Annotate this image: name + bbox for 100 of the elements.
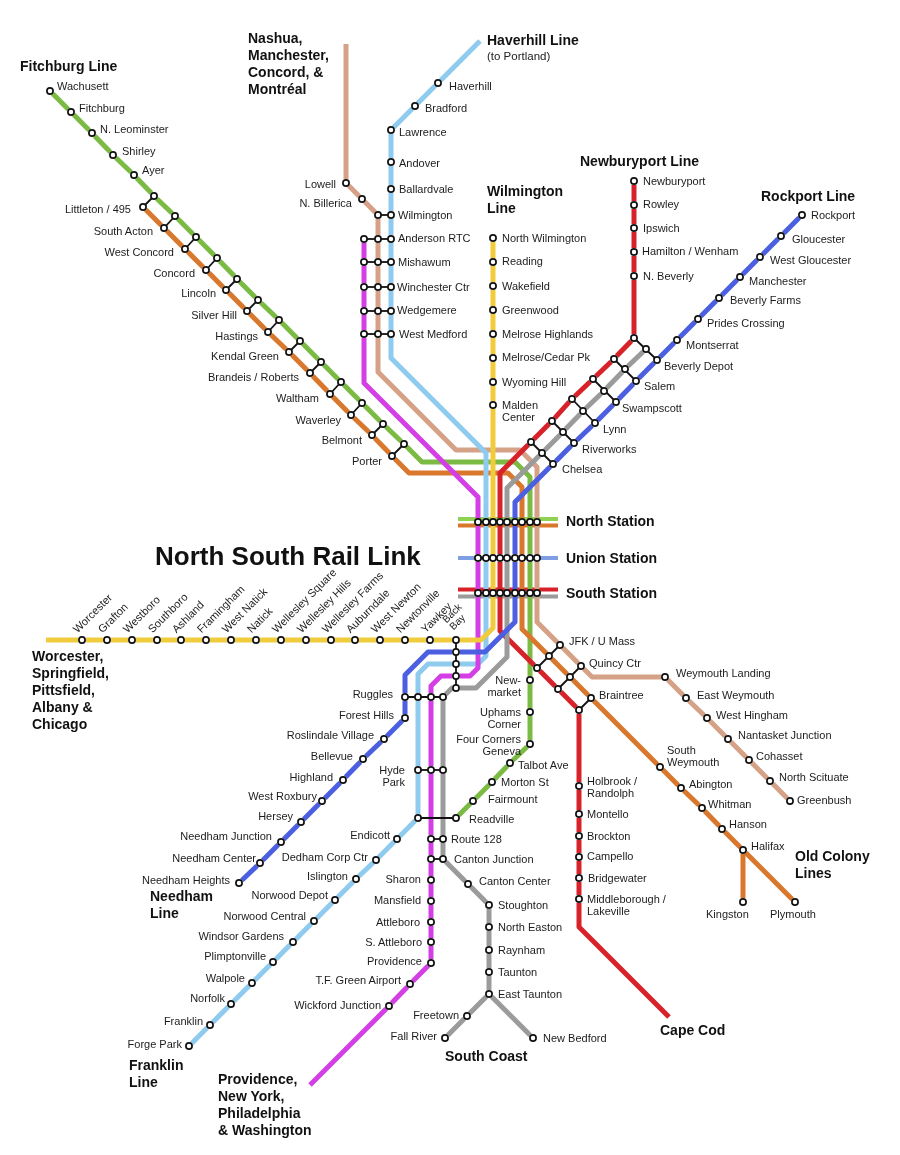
rail-line: [631, 255, 637, 273]
rail-line: [552, 400, 572, 420]
rail-line: [433, 637, 453, 643]
rail-line: [352, 415, 371, 435]
rail-line: [575, 423, 594, 443]
station-name: Providence: [366, 955, 422, 967]
station-name: West Roxbury: [248, 790, 317, 802]
station-marker: [109, 151, 117, 159]
station-name: South Acton: [93, 225, 153, 237]
station-name: Fitchburg: [79, 102, 125, 114]
rail-line: [492, 764, 510, 781]
station-marker: [393, 835, 401, 843]
rail-line: [571, 678, 590, 697]
rail-line: [631, 184, 637, 202]
rail-line: [723, 830, 742, 849]
rail-line: [284, 637, 303, 643]
station-name: Norwood Depot: [251, 889, 328, 901]
station-name: Waltham: [276, 392, 319, 404]
rail-line: [576, 818, 582, 832]
station-name: Route 128: [451, 833, 502, 845]
rail-line: [238, 280, 257, 299]
station-name: Greenbush: [797, 794, 852, 806]
station-marker: [485, 946, 493, 954]
rail-line: [750, 761, 769, 780]
rail-line: [512, 526, 518, 554]
station-name: Ruggles: [352, 688, 393, 700]
station-marker: [703, 714, 711, 722]
station-name: Waverley: [295, 414, 341, 426]
station-marker: [474, 554, 541, 562]
station-marker: [718, 825, 726, 833]
rail-line: [584, 391, 603, 411]
rail-line: [497, 443, 530, 518]
station-marker: [339, 776, 347, 784]
station-marker: [406, 980, 414, 988]
station-marker: [529, 1034, 537, 1042]
station-marker: [575, 832, 583, 840]
rail-line: [186, 250, 205, 269]
station-marker: [352, 875, 360, 883]
rail-line: [519, 562, 525, 589]
rail-line: [331, 395, 350, 414]
station-name: Ipswich: [643, 222, 680, 234]
rail-line: [666, 678, 685, 697]
rail-line: [388, 290, 394, 308]
station-marker: [427, 855, 447, 863]
rail-line: [388, 265, 394, 284]
station-marker: [724, 735, 732, 743]
station-marker: [310, 917, 318, 925]
station-name: Hyde Park: [378, 764, 405, 788]
rail-line: [309, 637, 328, 643]
station-name: Needham Junction: [180, 830, 272, 842]
rail-line: [383, 637, 402, 643]
station-marker: [682, 694, 690, 702]
destination-label: Nashua, Manchester, Concord, & Montréal: [248, 30, 343, 98]
station-name: Freetown: [413, 1009, 459, 1021]
rail-line: [708, 719, 727, 738]
station-marker: [489, 306, 497, 314]
station-name: East Taunton: [498, 988, 562, 1000]
rail-line: [361, 314, 367, 331]
rail-line: [411, 964, 430, 983]
rail-line: [594, 359, 613, 379]
rail-line: [388, 218, 394, 236]
station-name: Whitman: [708, 798, 752, 810]
station-marker: [222, 275, 241, 294]
rail-line: [259, 300, 278, 320]
station-marker: [798, 211, 806, 219]
station-marker: [526, 740, 534, 748]
station-name: Canton Center: [479, 875, 551, 887]
rail-line: [554, 444, 573, 463]
station-marker: [427, 938, 435, 946]
station-marker: [256, 859, 264, 867]
rail-line: [497, 562, 503, 589]
station-name: New Bedford: [543, 1032, 607, 1044]
station-name: Reading: [502, 255, 543, 267]
station-marker: [387, 126, 395, 134]
rail-line: [375, 265, 381, 284]
station-marker: [489, 282, 497, 290]
line-name: Wilmington Line: [487, 183, 565, 217]
rail-line: [459, 597, 481, 679]
station-name: Weymouth Landing: [676, 667, 771, 679]
rail-line: [532, 422, 551, 441]
rail-line: [729, 740, 748, 759]
station-name: Nantasket Junction: [738, 729, 832, 741]
rail-line: [475, 526, 481, 554]
rail-line: [490, 526, 496, 554]
station-marker: [372, 856, 380, 864]
rail-line: [504, 454, 541, 518]
rail-line: [347, 184, 361, 198]
station-marker: [368, 420, 387, 439]
rail-line: [308, 1007, 388, 1087]
rail-line: [519, 597, 548, 655]
rail-line: [486, 976, 492, 990]
station-marker: [358, 195, 366, 203]
station-marker: [248, 979, 256, 987]
rail-line: [388, 314, 394, 331]
station-marker: [489, 330, 497, 338]
station-name: Sharon: [385, 873, 421, 885]
rail-line: [512, 562, 518, 589]
rail-line: [596, 403, 615, 422]
rail-line: [428, 774, 434, 835]
rail-line: [405, 445, 533, 518]
